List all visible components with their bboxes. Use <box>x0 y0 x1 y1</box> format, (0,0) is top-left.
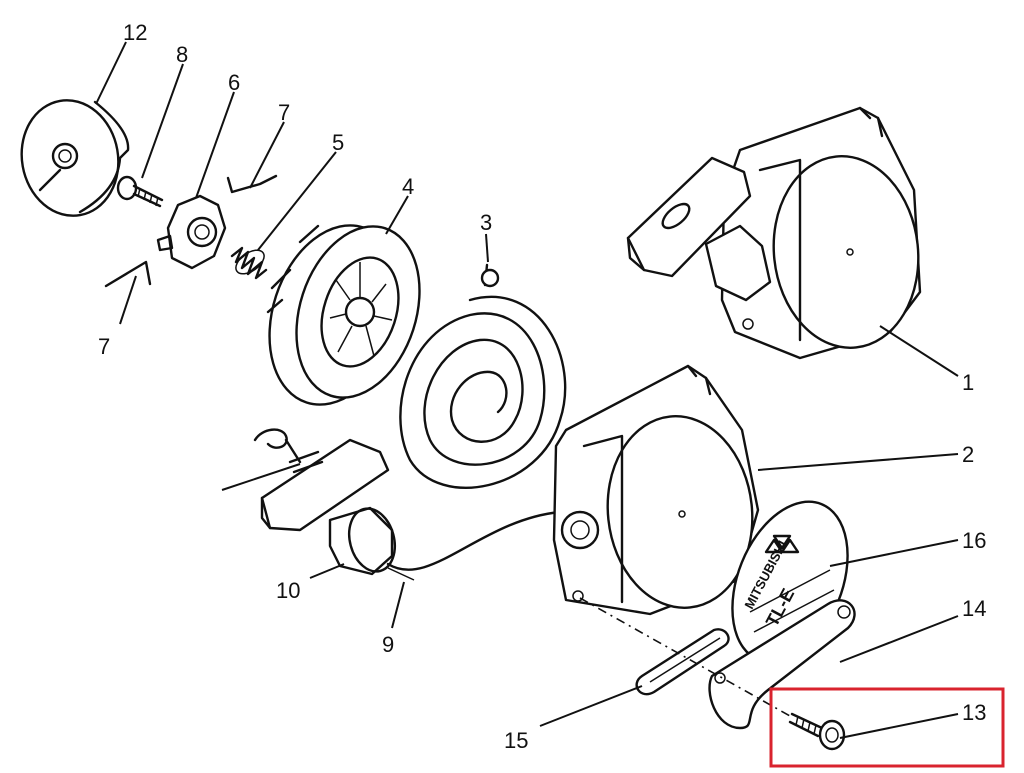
part-6-ratchet <box>156 194 227 270</box>
part-2-starter-case <box>552 364 760 616</box>
callout-6: 6 <box>228 70 240 95</box>
callout-13: 13 <box>962 700 986 725</box>
part-4-reel <box>266 224 421 406</box>
part-9-rope <box>386 510 562 581</box>
callout-3: 3 <box>480 210 492 235</box>
part-7-spring-lower <box>104 260 152 288</box>
callout-4: 4 <box>402 174 414 199</box>
part-starter-handle <box>253 428 390 532</box>
callout-15: 15 <box>504 728 528 753</box>
callout-7-lower: 7 <box>98 334 110 359</box>
part-14-bracket <box>708 599 856 730</box>
callout-16: 16 <box>962 528 986 553</box>
callout-7-upper: 7 <box>278 100 290 125</box>
callout-5: 5 <box>332 130 344 155</box>
assembly-axis-line <box>579 597 791 717</box>
callout-10: 10 <box>276 578 300 603</box>
callout-8: 8 <box>176 42 188 67</box>
callout-2: 2 <box>962 442 974 467</box>
callout-12: 12 <box>123 20 147 45</box>
part-15-seal-strip <box>635 628 730 696</box>
part-1-starter-assembly <box>626 106 922 360</box>
part-10-grip-sleeve <box>328 506 397 576</box>
part-5-coil-spring <box>230 246 268 280</box>
part-7-spring-upper <box>226 174 278 194</box>
callout-1: 1 <box>962 370 974 395</box>
part-3-spiral-spring <box>399 263 567 489</box>
callout-9: 9 <box>382 632 394 657</box>
highlight-box-part-13 <box>769 687 1005 768</box>
callout-14: 14 <box>962 596 986 621</box>
leader-lines <box>95 41 959 739</box>
part-12-cover-plate <box>20 99 130 217</box>
part-13-bolt <box>788 712 846 751</box>
part-8-screw <box>116 175 164 208</box>
